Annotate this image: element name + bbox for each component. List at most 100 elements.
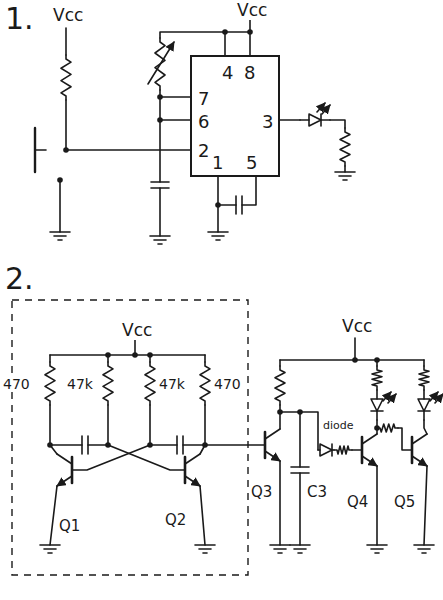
light-arrow: [435, 394, 443, 403]
transistor-symbol: [57, 476, 72, 486]
transistor-symbol: [412, 456, 427, 466]
supply-label: Vcc: [121, 321, 153, 340]
capacitor-symbol: [81, 436, 83, 454]
light-arrow: [383, 392, 391, 401]
ground-symbol: [195, 544, 215, 546]
supply-label: Vcc: [52, 6, 84, 25]
wire: [354, 338, 356, 360]
wire: [149, 355, 151, 362]
wire: [50, 354, 205, 356]
section-number: 1.: [4, 2, 35, 35]
wire: [280, 119, 300, 121]
transistor-symbol: [185, 476, 200, 486]
resistor-value: 47k: [158, 377, 186, 392]
part-name: diode: [322, 420, 355, 432]
ground-symbol: [371, 548, 383, 550]
ground-symbol: [290, 544, 310, 546]
wire: [160, 20, 250, 38]
light-arrow: [388, 394, 396, 403]
wire: [249, 32, 251, 55]
wire: [159, 188, 161, 236]
pin-number: 4: [222, 63, 233, 83]
resistor-symbol: [275, 366, 285, 405]
ground-symbol: [154, 239, 166, 241]
ground-symbol: [343, 179, 347, 181]
resistor-symbol: [103, 362, 113, 405]
capacitor-symbol: [176, 436, 178, 454]
ground-symbol: [216, 239, 220, 241]
wire: [65, 28, 67, 55]
wire: [183, 444, 205, 446]
wire: [107, 405, 109, 445]
wire: [150, 405, 177, 445]
resistor-symbol: [200, 362, 210, 405]
ground-symbol: [278, 552, 282, 554]
ground-symbol: [414, 544, 434, 546]
capacitor-symbol: [151, 181, 169, 183]
wire: [59, 180, 61, 232]
resistor-symbol: [145, 362, 155, 405]
transistor-symbol: [362, 456, 377, 466]
wire: [376, 360, 378, 366]
ground-symbol: [158, 243, 162, 245]
ground-symbol: [375, 552, 379, 554]
pin-number: 5: [246, 153, 257, 173]
capacitor-symbol: [241, 196, 243, 214]
transistor-symbol: [362, 434, 377, 444]
diode-symbol: [300, 119, 309, 121]
ground-symbol: [274, 548, 286, 550]
push-button: [35, 149, 46, 151]
transistor-symbol: [265, 451, 280, 461]
resistor-symbol: [61, 55, 71, 100]
ground-symbol: [212, 235, 224, 237]
wire: [279, 405, 281, 429]
wire: [107, 355, 109, 362]
ground-symbol: [422, 552, 426, 554]
dashed-boundary: [12, 300, 248, 575]
wire: [330, 120, 345, 128]
wire: [160, 96, 190, 98]
transistor-symbol: [265, 429, 280, 439]
ground-symbol: [339, 175, 351, 177]
supply-label: Vcc: [236, 1, 268, 20]
diode-symbol: [321, 119, 330, 121]
wire: [376, 466, 378, 545]
wire: [49, 355, 51, 362]
ground-symbol: [335, 171, 355, 173]
diode-symbol: [320, 444, 332, 456]
section-number: 2.: [4, 262, 35, 295]
resistor-symbol: [377, 424, 398, 432]
transistor-symbol: [411, 437, 414, 463]
ground-symbol: [54, 235, 66, 237]
wire: [280, 412, 318, 450]
supply-label: Vcc: [341, 317, 373, 336]
led-symbol: [376, 390, 378, 399]
part-name: Q2: [164, 512, 187, 529]
ground-symbol: [298, 552, 302, 554]
wire: [88, 444, 108, 446]
ground-symbol: [48, 552, 52, 554]
ground-symbol: [294, 548, 306, 550]
pin-number: 7: [198, 89, 209, 109]
wire: [205, 444, 265, 446]
wire: [423, 360, 425, 366]
ground-symbol: [203, 552, 207, 554]
resistor-symbol: [419, 366, 429, 390]
pin-number: 1: [212, 153, 223, 173]
potentiometer-arrow: [148, 42, 174, 84]
transistor-symbol: [185, 454, 200, 464]
part-name: C3: [306, 484, 328, 501]
wire: [424, 466, 427, 545]
resistor-value: 47k: [66, 377, 94, 392]
wire: [50, 486, 57, 545]
junction-dot: [352, 357, 358, 363]
ground-symbol: [44, 548, 56, 550]
wire: [352, 449, 362, 451]
wire: [200, 486, 205, 545]
wire: [224, 32, 226, 55]
ground-symbol: [199, 548, 211, 550]
part-name: Q4: [346, 494, 369, 511]
ground-symbol: [418, 548, 430, 550]
led-symbol: [418, 399, 430, 411]
capacitor-symbol: [291, 466, 309, 468]
